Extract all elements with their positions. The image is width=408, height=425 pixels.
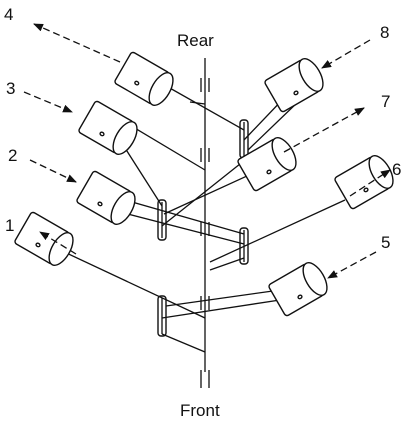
flow-arrows xyxy=(23,23,391,279)
cylinder-4 xyxy=(114,51,174,106)
cylinder-number-3: 3 xyxy=(6,79,15,98)
central-shaft xyxy=(200,58,210,388)
arrow-cylinder-7 xyxy=(283,107,365,153)
rear-label: Rear xyxy=(177,31,214,50)
arrow-cylinder-8 xyxy=(321,39,371,69)
cylinder-8 xyxy=(264,58,324,113)
cylinder-number-2: 2 xyxy=(8,146,17,165)
cylinder-2 xyxy=(76,170,136,225)
cylinder-number-4: 4 xyxy=(4,5,13,24)
arrow-cylinder-1 xyxy=(39,231,77,255)
arrow-cylinder-6 xyxy=(349,169,391,197)
cylinder-number-7: 7 xyxy=(381,92,390,111)
arrow-cylinder-2 xyxy=(29,159,77,183)
shaft-break-mark xyxy=(200,296,210,310)
arrow-cylinder-3 xyxy=(23,91,73,113)
crank-throw-front xyxy=(157,295,167,337)
cylinder-1 xyxy=(14,211,74,266)
cylinder-7 xyxy=(237,137,297,192)
cylinder-number-6: 6 xyxy=(392,160,401,179)
crank-throw-rear xyxy=(239,119,249,159)
shaft-break-mark xyxy=(200,148,210,162)
cylinder-number-8: 8 xyxy=(380,23,389,42)
arrow-cylinder-4 xyxy=(33,23,121,63)
shaft-break-mark xyxy=(200,370,210,388)
cylinder-5 xyxy=(268,262,328,317)
cylinder-3 xyxy=(78,100,138,155)
arrow-cylinder-5 xyxy=(327,251,377,279)
shaft-break-mark xyxy=(200,78,210,92)
cylinder-number-1: 1 xyxy=(5,216,14,235)
front-label: Front xyxy=(180,401,220,420)
connecting-rods xyxy=(59,73,346,353)
cylinder-number-5: 5 xyxy=(381,233,390,252)
cylinder-6 xyxy=(334,155,394,210)
